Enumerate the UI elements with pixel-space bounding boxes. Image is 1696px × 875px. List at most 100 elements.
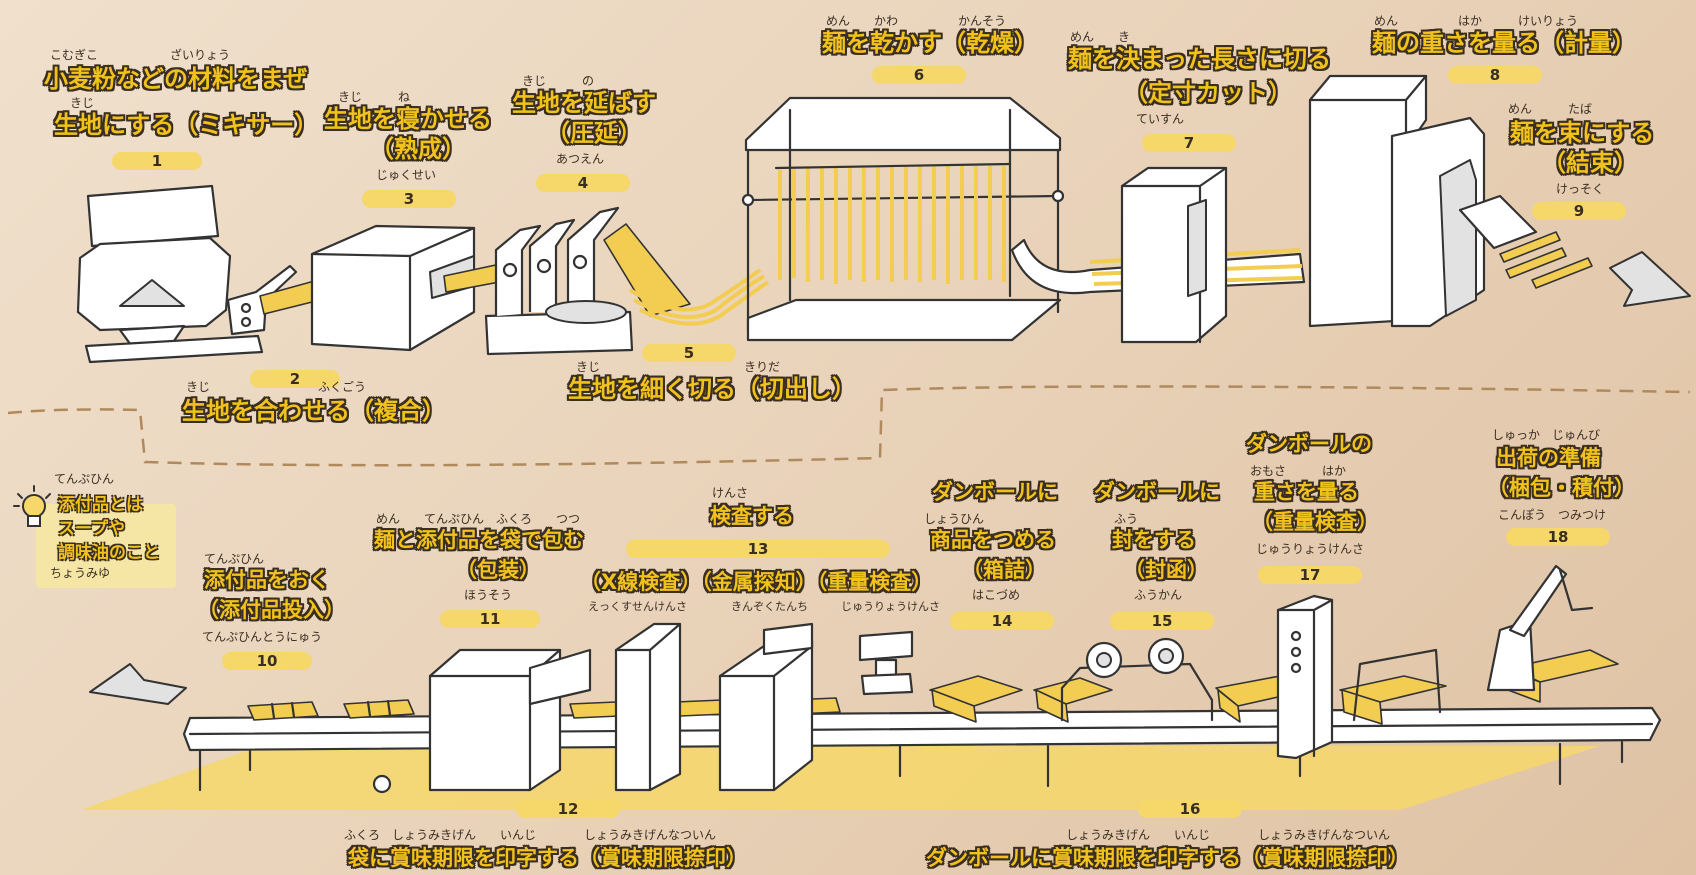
box-weighing-machine (1276, 594, 1442, 760)
cutting-machine (1120, 166, 1228, 344)
step-9-number-badge: 9 (1532, 202, 1626, 220)
packing-robot-arm (1486, 564, 1594, 692)
step-13-title-line-1: 検査する (710, 504, 794, 528)
note-line-1: 添付品とは (58, 495, 143, 515)
step-13-title-line-2: （X線検査）（金属探知）（重量検査） (580, 570, 933, 594)
step-17-number-badge: 17 (1258, 566, 1362, 584)
step-7-number-badge: 7 (1142, 134, 1236, 152)
floor-shadow (80, 746, 1600, 810)
step-18-title-line-1: 出荷の準備 (1496, 446, 1601, 470)
step-14-title-line-1: ダンボールに (932, 480, 1058, 504)
note-ruby-top: てんぷひん (54, 472, 115, 486)
step-14-title-line-2: 商品をつめる (930, 528, 1056, 552)
step-4-ruby-top: きじ の (522, 74, 595, 88)
step-3-number-badge: 3 (362, 190, 456, 208)
step-6-title-line-1: 麺を乾かす（乾燥） (822, 29, 1038, 57)
step-10-ruby-top: てんぷひん (204, 552, 265, 566)
arrow-right-icon (1609, 251, 1691, 307)
cardboard-boxes (929, 649, 1619, 725)
note-line-2: スープや (58, 519, 125, 539)
step-3-title-line-2: （熟成） (370, 135, 466, 163)
step-11-title-line-1: 麺と添付品を袋で包む (374, 528, 584, 552)
step-14-title-line-3: （箱詰） (962, 558, 1046, 582)
step-10-title-line-2: （添付品投入） (198, 598, 345, 622)
weighing-machine (1308, 74, 1486, 328)
note-box: てんぷひん 添付品とは スープや 調味油のこと ちょうみゆ (36, 472, 176, 588)
roller-machine (484, 206, 634, 356)
metal-detector-machine (718, 622, 814, 792)
step-7-title-line-1: 麺を決まった長さに切る (1068, 45, 1332, 73)
step-6-ruby-top: めん かわ かんそう (826, 14, 1007, 28)
step-15-number-badge: 15 (1110, 612, 1214, 630)
step-7-ruby-top: めん き (1070, 30, 1131, 44)
dough-sheet-4 (603, 223, 691, 317)
step-12-ruby-top: ふくろ しょうみきげん いんじ しょうみきげんなついん (344, 828, 717, 842)
step-1-title-line-1: 小麦粉などの材料をまぜ (44, 65, 308, 93)
step-16-ruby-top: しょうみきげん いんじ しょうみきげんなついん (1066, 828, 1391, 842)
step-13-ruby-bottom: えっくすせんけんさ きんぞくたんち じゅうりょうけんさ (588, 600, 940, 613)
step-11-ruby-top: めん てんぷひん ふくろ つつ (376, 512, 581, 526)
step-11-ruby-bottom: ほうそう (464, 588, 513, 602)
step-4-title-line-1: 生地を延ばす (512, 89, 656, 117)
step-14-ruby-top: しょうひん (924, 512, 985, 526)
step-9-title-line-1: 麺を束にする (1510, 119, 1655, 147)
step-16-number-badge: 16 (1138, 800, 1242, 818)
step-18-title-line-2: （梱包・積付） (1488, 476, 1635, 500)
step-1-title-line-2: 生地にする（ミキサー） (54, 111, 319, 139)
step-2-number-badge: 2 (250, 370, 340, 388)
lightbulb-icon (13, 485, 51, 527)
step-12-title-line-1: 袋に賞味期限を印字する（賞味期限捺印） (348, 846, 747, 870)
weight-checker-machine (858, 630, 914, 696)
step-8-ruby-top: めん はか けいりょう (1374, 14, 1579, 28)
step-7-ruby-bottom: ていすん (1136, 112, 1185, 126)
packing-machine (428, 648, 592, 792)
step-5-ruby-top: きじ きりだ (576, 360, 781, 374)
step-18-number-badge: 18 (1506, 528, 1610, 546)
step-15-title-line-2: 封をする (1112, 528, 1196, 552)
arrow-left-icon (89, 663, 187, 705)
mixer-machine (76, 184, 298, 364)
sealing-machine (1060, 637, 1214, 722)
step-11-number-badge: 11 (440, 610, 540, 628)
step-17-ruby-top: おもさ はか (1250, 464, 1347, 478)
step-9-title-line-2: （結束） (1542, 149, 1638, 177)
step-7-title-line-2: （定寸カット） (1124, 79, 1292, 107)
xray-inspection-machine (614, 622, 682, 792)
step-18-ruby-bottom: こんぽう つみつけ (1498, 508, 1607, 522)
step-3-ruby-bottom: じゅくせい (376, 168, 437, 182)
step-15-title-line-3: （封函） (1124, 558, 1208, 582)
step-17-ruby-bottom: じゅうりょうけんさ (1256, 542, 1365, 556)
step-4-ruby-bottom: あつえん (556, 152, 605, 166)
step-9-ruby-bottom: けっそく (1556, 182, 1605, 196)
step-5-number-badge: 5 (642, 344, 736, 362)
section-divider (7, 385, 1691, 467)
step-6-number-badge: 6 (872, 66, 966, 84)
step-11-title-line-2: （包装） (456, 558, 540, 582)
step-14-ruby-bottom: はこづめ (972, 588, 1021, 602)
step-13-number-badge: 13 (626, 540, 890, 558)
step-15-ruby-bottom: ふうかん (1134, 588, 1183, 602)
step-9-ruby-top: めん たば (1508, 102, 1593, 116)
step-15-title-line-1: ダンボールに (1094, 480, 1220, 504)
note-line-3: 調味油のこと (58, 543, 160, 563)
step-14-number-badge: 14 (950, 612, 1054, 630)
drying-noodles (774, 162, 1012, 284)
step-12-number-badge: 12 (516, 800, 620, 818)
step-8-title-line-1: 麺の重さを量る（計量） (1372, 29, 1636, 57)
note-ruby-bottom: ちょうみゆ (50, 566, 111, 580)
step-10-ruby-bottom: てんぷひんとうにゅう (202, 630, 323, 644)
step-17-title-line-3: （重量検査） (1252, 510, 1378, 534)
step-2-ruby-top: きじ ふくごう (186, 380, 367, 394)
step-1-number-badge: 1 (112, 152, 202, 170)
step-13-ruby-top: けんさ (712, 486, 749, 500)
step-15-ruby-top: ふう (1114, 512, 1139, 526)
step-5-title-line-1: 生地を細く切る（切出し） (568, 375, 856, 403)
step-18-ruby-top: しゅっか じゅんび (1492, 428, 1601, 442)
step-17-title-line-1: ダンボールの (1246, 432, 1372, 456)
step-10-number-badge: 10 (222, 652, 312, 670)
step-4-number-badge: 4 (536, 174, 630, 192)
step-1-ruby-top: こむぎこ ざいりょう (50, 48, 231, 62)
step-3-title-line-1: 生地を寝かせる (324, 105, 492, 133)
step-17-title-line-2: 重さを量る (1254, 480, 1359, 504)
